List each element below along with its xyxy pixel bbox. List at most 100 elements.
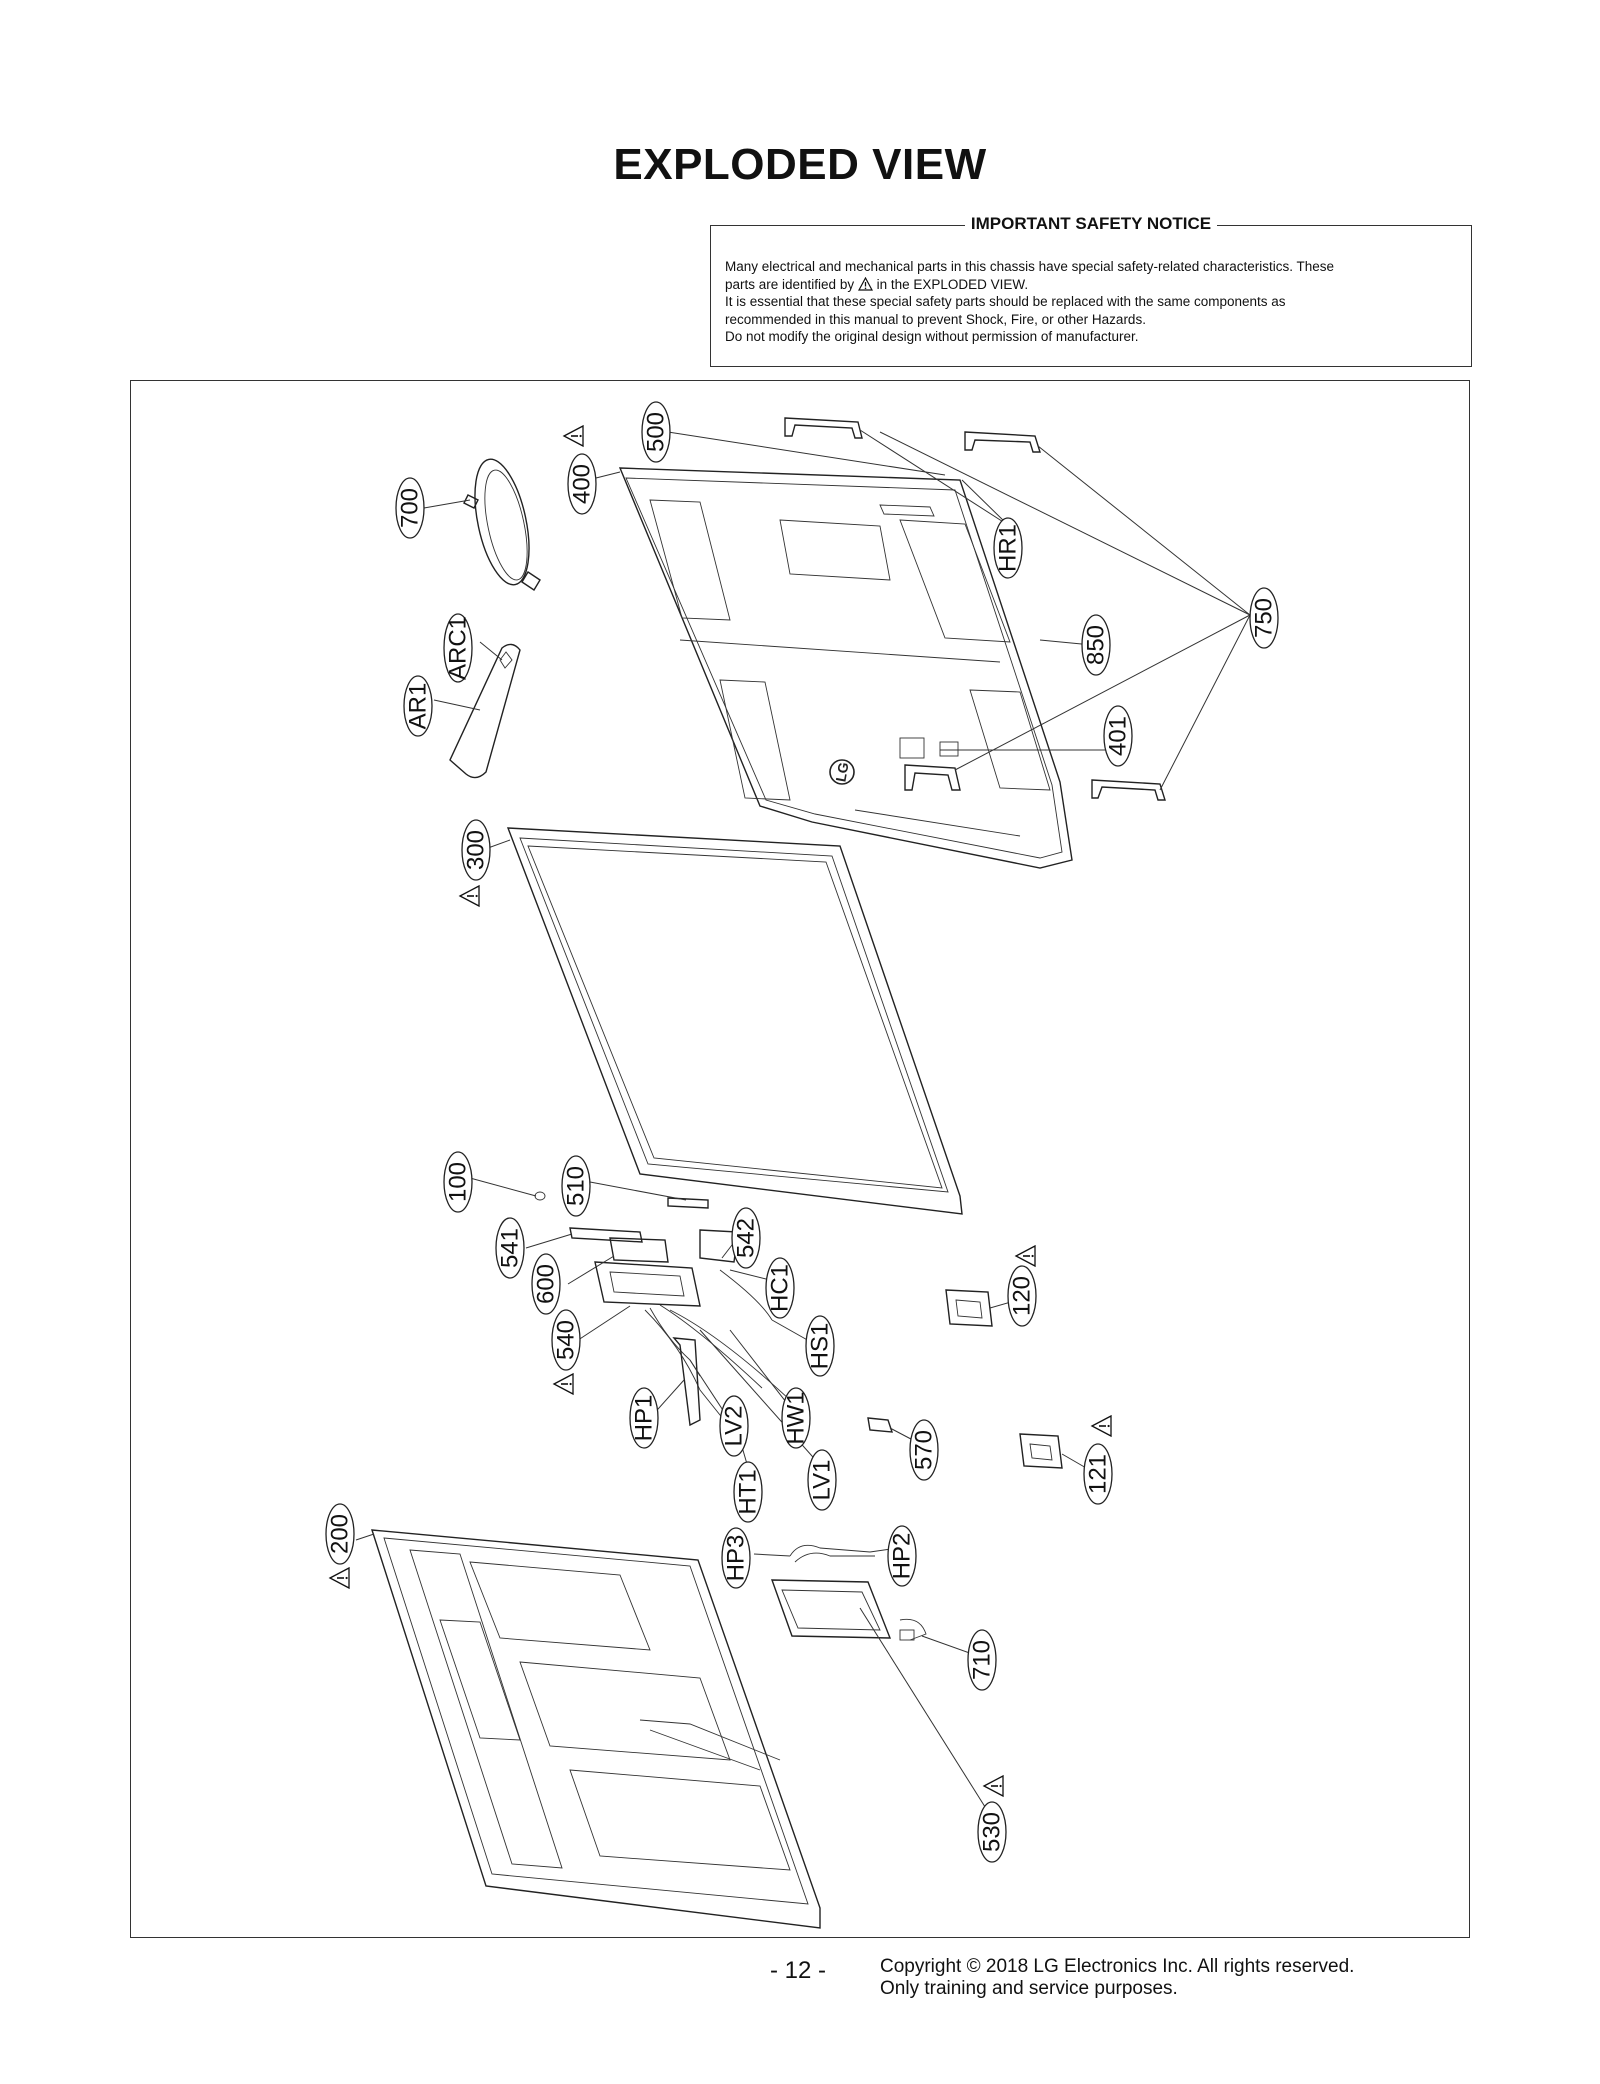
part-label-850: 850 xyxy=(1081,614,1111,676)
part-label-ARC1: ARC1 xyxy=(443,613,473,683)
lg-logo-text: LG xyxy=(832,761,851,783)
svg-text:850: 850 xyxy=(1083,625,1110,665)
part-label-121: 121 xyxy=(1083,1443,1113,1505)
svg-text:541: 541 xyxy=(497,1228,524,1268)
part-label-600: 600 xyxy=(531,1253,561,1315)
svg-text:HP1: HP1 xyxy=(631,1395,658,1442)
part-label-HC1: HC1 xyxy=(765,1257,795,1319)
safety-notice-title-text: IMPORTANT SAFETY NOTICE xyxy=(964,214,1218,233)
part-label-300: 300 xyxy=(461,819,491,881)
part-label-HP1: HP1 xyxy=(629,1387,659,1449)
svg-text:542: 542 xyxy=(733,1218,760,1258)
lg-logo: LG xyxy=(829,759,855,785)
part-label-401: 401 xyxy=(1103,705,1133,767)
notice-line-3: It is essential that these special safet… xyxy=(725,294,1286,309)
part-label-HR1: HR1 xyxy=(993,517,1023,579)
svg-text:500: 500 xyxy=(643,412,670,452)
notice-line-2a: parts are identified by xyxy=(725,276,855,292)
safety-warning-icon xyxy=(329,1567,350,1589)
safety-warning-icon xyxy=(459,885,480,907)
part-label-710: 710 xyxy=(967,1629,997,1691)
power-module xyxy=(770,1544,927,1641)
part-label-400: 400 xyxy=(567,453,597,515)
svg-text:AR1: AR1 xyxy=(405,683,432,730)
svg-text:530: 530 xyxy=(979,1812,1006,1852)
svg-text:120: 120 xyxy=(1009,1276,1036,1316)
svg-text:HR1: HR1 xyxy=(995,524,1022,572)
part-label-700: 700 xyxy=(395,477,425,539)
speakers xyxy=(945,1289,1063,1469)
part-label-200: 200 xyxy=(325,1503,355,1565)
notice-line-2: parts are identified by in the EXPLODED … xyxy=(725,276,1457,294)
part-label-HS1: HS1 xyxy=(805,1315,835,1377)
part-label-540: 540 xyxy=(551,1309,581,1371)
page-number: - 12 - xyxy=(770,1957,827,1984)
display-panel xyxy=(371,1529,821,1929)
svg-text:401: 401 xyxy=(1105,716,1132,756)
back-cover xyxy=(618,467,1073,869)
svg-text:HP3: HP3 xyxy=(723,1535,750,1582)
svg-text:700: 700 xyxy=(397,488,424,528)
part-label-HW1: HW1 xyxy=(781,1387,811,1449)
remote-control xyxy=(449,643,521,779)
svg-text:HT1: HT1 xyxy=(735,1469,762,1514)
part-label-541: 541 xyxy=(495,1217,525,1279)
svg-text:ARC1: ARC1 xyxy=(445,616,472,680)
svg-text:HP2: HP2 xyxy=(889,1533,916,1580)
safety-warning-icon xyxy=(983,1775,1004,1797)
part-label-500: 500 xyxy=(641,401,671,463)
svg-text:300: 300 xyxy=(463,830,490,870)
page-title: EXPLODED VIEW xyxy=(613,140,987,189)
part-label-HT1: HT1 xyxy=(733,1461,763,1523)
safety-warning-icon xyxy=(563,425,584,447)
svg-text:HS1: HS1 xyxy=(807,1323,834,1370)
svg-text:400: 400 xyxy=(569,464,596,504)
notice-line-4: recommended in this manual to prevent Sh… xyxy=(725,311,1146,327)
leader-lines xyxy=(355,429,1251,1819)
svg-text:200: 200 xyxy=(327,1514,354,1554)
part-label-570: 570 xyxy=(909,1419,939,1481)
safety-warning-icon xyxy=(1015,1245,1036,1267)
svg-text:600: 600 xyxy=(533,1264,560,1304)
part-label-120: 120 xyxy=(1007,1265,1037,1327)
exploded-view-frame xyxy=(130,380,1470,1938)
svg-text:LV2: LV2 xyxy=(721,1406,748,1447)
middle-frame xyxy=(506,827,963,1215)
safety-notice-title: IMPORTANT SAFETY NOTICE xyxy=(711,214,1471,234)
part-label-750: 750 xyxy=(1249,587,1279,649)
svg-text:750: 750 xyxy=(1251,598,1278,638)
svg-text:100: 100 xyxy=(445,1162,472,1202)
part-label-530: 530 xyxy=(977,1801,1007,1863)
safety-warning-icon xyxy=(857,276,873,291)
safety-notice-body: Many electrical and mechanical parts in … xyxy=(725,258,1457,346)
svg-text:510: 510 xyxy=(563,1166,590,1206)
part-label-LV1: LV1 xyxy=(807,1449,837,1511)
svg-text:121: 121 xyxy=(1085,1454,1112,1494)
svg-text:HW1: HW1 xyxy=(783,1391,810,1444)
notice-line-1: Many electrical and mechanical parts in … xyxy=(725,259,1335,274)
svg-text:HC1: HC1 xyxy=(767,1264,794,1312)
svg-text:570: 570 xyxy=(911,1430,938,1470)
stand-brackets xyxy=(784,417,1166,801)
part-label-HP3: HP3 xyxy=(721,1527,751,1589)
svg-text:710: 710 xyxy=(969,1640,996,1680)
footer-copyright: Copyright © 2018 LG Electronics Inc. All… xyxy=(880,1956,1354,2000)
safety-notice-box: IMPORTANT SAFETY NOTICE Many electrical … xyxy=(710,214,1472,367)
part-label-100: 100 xyxy=(443,1151,473,1213)
part-label-510: 510 xyxy=(561,1155,591,1217)
svg-text:LV1: LV1 xyxy=(809,1460,836,1501)
purpose-text: Only training and service purposes. xyxy=(880,1978,1178,1999)
part-label-542: 542 xyxy=(731,1207,761,1269)
part-label-AR1: AR1 xyxy=(403,675,433,737)
notice-line-5: Do not modify the original design withou… xyxy=(725,329,1139,344)
part-label-LV2: LV2 xyxy=(719,1395,749,1457)
safety-warning-icon xyxy=(553,1373,574,1395)
main-boards xyxy=(534,1191,894,1441)
part-label-HP2: HP2 xyxy=(887,1525,917,1587)
power-cord xyxy=(463,458,541,591)
safety-warning-icon xyxy=(1091,1415,1112,1437)
notice-line-2b: in the EXPLODED VIEW. xyxy=(876,276,1029,292)
copyright-text: Copyright © 2018 LG Electronics Inc. All… xyxy=(880,1956,1355,1977)
svg-text:540: 540 xyxy=(553,1320,580,1360)
